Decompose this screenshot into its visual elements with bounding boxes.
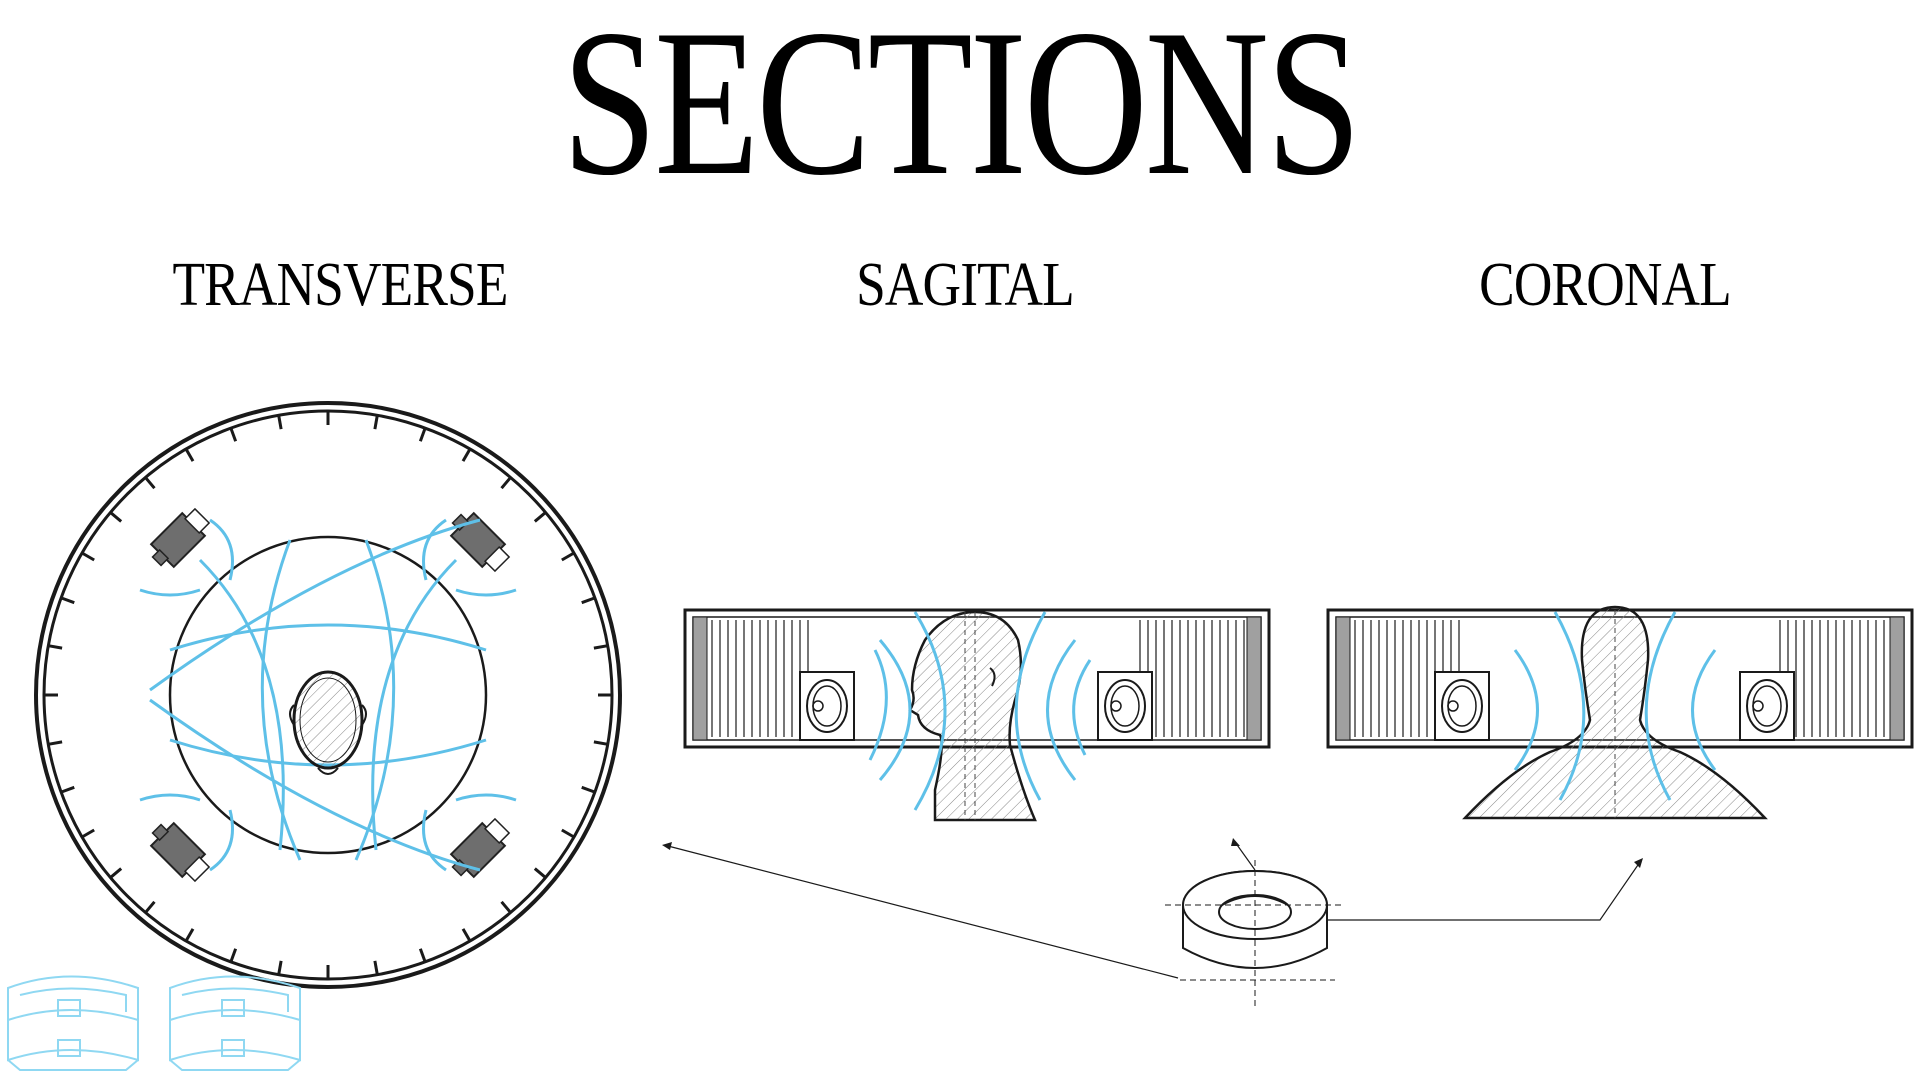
ring-tick bbox=[561, 828, 575, 839]
ring-tick bbox=[593, 644, 608, 650]
thumbnail-right bbox=[169, 975, 301, 1071]
ring-tick bbox=[533, 511, 547, 523]
page-title: SECTIONS bbox=[561, 0, 1362, 219]
ring-tick bbox=[277, 960, 283, 975]
ring-tick bbox=[48, 644, 63, 650]
ring-tick bbox=[561, 551, 575, 562]
sagital-speaker-right bbox=[1097, 671, 1153, 741]
coronal-speaker-left bbox=[1434, 671, 1490, 741]
head-top-view bbox=[289, 670, 367, 775]
ring-tick bbox=[60, 785, 75, 794]
sagital-view bbox=[683, 608, 1271, 822]
section-label-coronal: CORONAL bbox=[1479, 251, 1732, 319]
sagital-speaker-left bbox=[799, 671, 855, 741]
ring-tick bbox=[418, 427, 427, 442]
ring-tick bbox=[81, 551, 95, 562]
ring-tick bbox=[109, 511, 123, 523]
speaker-top-right bbox=[449, 511, 511, 573]
ring-ticks bbox=[44, 411, 612, 979]
ring-tick bbox=[461, 928, 472, 942]
ring-tick bbox=[184, 448, 195, 462]
ring-tick bbox=[144, 476, 156, 490]
ring-tick bbox=[373, 415, 379, 430]
ring-tick bbox=[418, 948, 427, 963]
sagital-waves bbox=[868, 611, 1092, 811]
ring-tick bbox=[229, 948, 238, 963]
ring-tick bbox=[229, 427, 238, 442]
ring-tick bbox=[581, 785, 596, 794]
inner-circle bbox=[168, 535, 488, 855]
ring-tick bbox=[533, 867, 547, 879]
transverse-view bbox=[34, 401, 622, 989]
speaker-top-left bbox=[149, 507, 211, 569]
ring-tick bbox=[81, 828, 95, 839]
speaker-bottom-left bbox=[149, 821, 211, 883]
thumbnail-left bbox=[7, 975, 139, 1071]
ring-tick bbox=[593, 740, 608, 746]
ring-tick bbox=[500, 900, 512, 914]
ring-tick bbox=[500, 476, 512, 490]
head-profile bbox=[908, 610, 1037, 822]
outer-ring bbox=[34, 401, 622, 989]
sagital-slats-right bbox=[1139, 620, 1245, 737]
speaker-bottom-right bbox=[449, 817, 511, 879]
coronal-waves bbox=[1513, 611, 1717, 801]
ring-tick bbox=[144, 900, 156, 914]
section-label-sagital: SAGITAL bbox=[856, 251, 1075, 319]
ring-tick bbox=[60, 596, 75, 605]
ring-tick bbox=[277, 415, 283, 430]
ring-tick bbox=[109, 867, 123, 879]
ring-tick bbox=[48, 740, 63, 746]
torus-key bbox=[662, 838, 1643, 1010]
section-label-transverse: TRANSVERSE bbox=[172, 251, 508, 319]
ring-tick bbox=[373, 960, 379, 975]
coronal-speaker-right bbox=[1739, 671, 1795, 741]
coronal-view bbox=[1326, 605, 1914, 820]
ring-tick bbox=[581, 596, 596, 605]
ring-tick bbox=[461, 448, 472, 462]
ring-tick bbox=[184, 928, 195, 942]
